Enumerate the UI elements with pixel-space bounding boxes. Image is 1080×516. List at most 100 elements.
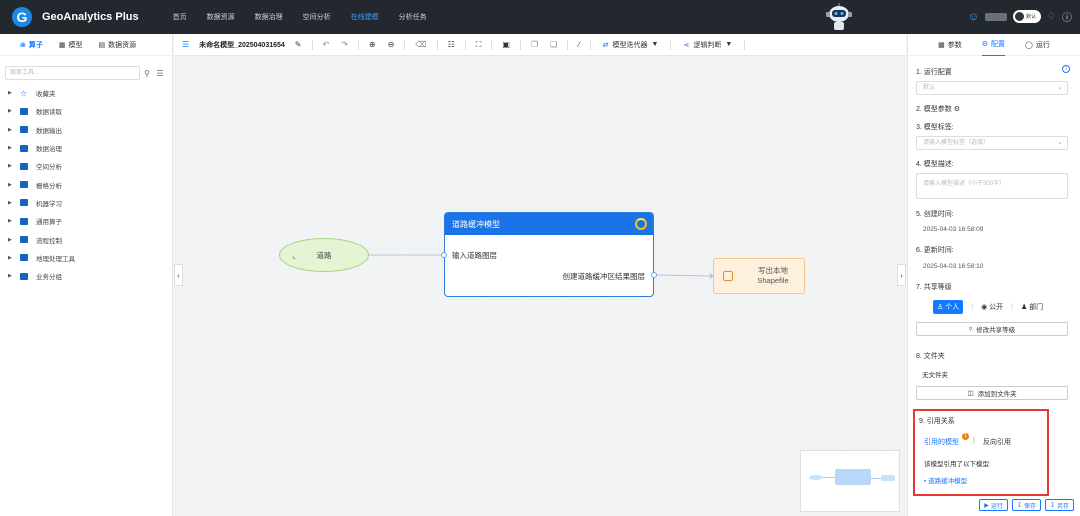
expand-arrow-icon[interactable]: ▶ [8, 273, 12, 280]
expand-arrow-icon[interactable]: ▶ [8, 181, 12, 188]
tab-data-resources[interactable]: ▤数据资源 [99, 40, 137, 50]
logic-dropdown[interactable]: ⋖逻辑判断▼ [683, 40, 732, 50]
tab-models[interactable]: ▦模型 [59, 40, 83, 50]
tree-item[interactable]: ▶地理处理工具 [8, 249, 172, 267]
left-tabs: ⋒算子 ▦模型 ▤数据资源 [0, 34, 172, 56]
expand-arrow-icon[interactable]: ▶ [8, 254, 12, 261]
input-node-road[interactable]: ⌞ 道路 [279, 238, 369, 272]
nav-item-spatial-analysis[interactable]: 空间分析 [302, 14, 331, 21]
tree-item-label: 业务分组 [36, 274, 62, 282]
reference-relation-box: 9. 引用关系 引用的模型 1 | 反向引用 该模型引用了以下模型: • 道路缓… [913, 409, 1049, 496]
model-node[interactable]: 道路缓冲模型 输入道路图层 创建道路缓冲区结果图层 [444, 212, 654, 297]
tab-run[interactable]: ◯运行 [1025, 34, 1050, 56]
nav-item-home[interactable]: 首页 [172, 14, 187, 21]
tree-item[interactable]: ▶☆收藏夹 [8, 84, 172, 102]
expand-arrow-icon[interactable]: ▶ [8, 199, 12, 206]
expand-arrow-icon[interactable]: ▶ [8, 90, 12, 97]
share-public-option[interactable]: ◉ 公开 [981, 302, 1003, 312]
nav-item-online-modeling[interactable]: 在线建模 [350, 14, 379, 21]
share-department-option[interactable]: ♟ 部门 [1021, 302, 1043, 312]
redo-icon[interactable]: ↷ [341, 40, 348, 49]
user-icon[interactable]: ☺ [967, 10, 980, 23]
collapse-right-panel-button[interactable]: › [897, 264, 906, 286]
model-canvas[interactable]: ☰ 未命名模型_202504031654 ✎ ↶ ↷ ⊕ ⊖ ⌫ ☷ ⛶ ▣ ❐… [174, 34, 906, 516]
share-personal-option[interactable]: ♙ 个人 [933, 300, 964, 314]
referenced-model-link[interactable]: • 道路缓冲模型 [924, 478, 968, 485]
search-icon[interactable]: ⚲ [144, 68, 150, 78]
expand-arrow-icon[interactable]: ▶ [8, 163, 12, 170]
tree-item[interactable]: ▶栅格分析 [8, 175, 172, 193]
tree-item[interactable]: ▶ 业务分组 [8, 267, 172, 285]
tree-item[interactable]: ▶通用算子 [8, 212, 172, 230]
gear-icon: ⚙ [981, 41, 989, 48]
top-right-tools: ☺ 默认 ♢ ⓘ [968, 9, 1072, 24]
expand-arrow-icon[interactable]: ▶ [8, 145, 12, 152]
tree-item[interactable]: ▶数据治理 [8, 139, 172, 157]
modify-share-button[interactable]: ▿修改共享等级 [916, 322, 1068, 336]
share-personal-label: 个人 [945, 304, 960, 311]
tree-item[interactable]: ▶机器学习 [8, 194, 172, 212]
tree-item[interactable]: ▶数据输出 [8, 121, 172, 139]
app-logo: G [12, 7, 32, 27]
zoom-in-icon[interactable]: ⊕ [368, 40, 376, 49]
tree-item[interactable]: ▶空间分析 [8, 157, 172, 175]
delete-icon[interactable]: ⌫ [415, 40, 427, 49]
list-view-icon[interactable]: ☰ [156, 68, 164, 78]
canvas-toolbar: ☰ 未命名模型_202504031654 ✎ ↶ ↷ ⊕ ⊖ ⌫ ☷ ⛶ ▣ ❐… [174, 34, 906, 56]
tab-referenced-models[interactable]: 引用的模型 [924, 439, 959, 446]
nav-item-data-resources[interactable]: 数据资源 [206, 14, 235, 21]
model-desc-textarea[interactable]: 请输入模型描述（小于300字） [916, 173, 1068, 199]
copy-icon[interactable]: ❐ [530, 40, 539, 49]
save-icon: ↧ [1016, 502, 1022, 509]
expand-arrow-icon[interactable]: ▶ [8, 108, 12, 115]
tab-reverse-references[interactable]: 反向引用 [983, 439, 1011, 446]
refresh-icon[interactable] [635, 218, 647, 230]
notification-icon[interactable]: ♢ [1047, 11, 1056, 22]
fit-view-icon[interactable]: ⛶ [475, 39, 482, 49]
caret-down-icon: ▼ [651, 41, 659, 48]
settings-icon[interactable]: ⚙ [953, 106, 961, 113]
tree-item[interactable]: ▶流程控制 [8, 230, 172, 248]
undo-icon[interactable]: ↶ [322, 40, 330, 49]
minimap[interactable] [800, 450, 900, 512]
tree-item[interactable]: ▶数据读取 [8, 102, 172, 120]
model-output-port[interactable] [651, 272, 657, 278]
help-icon[interactable]: ⓘ [1062, 13, 1072, 24]
edge-model-to-output [653, 274, 714, 277]
nav-item-analysis-tasks[interactable]: 分析任务 [398, 14, 427, 21]
expand-arrow-icon[interactable]: ▶ [8, 218, 12, 225]
tab-operators[interactable]: ⋒算子 [20, 40, 43, 50]
tool-tree: ▶☆收藏夹 ▶数据读取 ▶数据输出 ▶数据治理 ▶空间分析 ▶栅格分析 ▶机器学… [0, 84, 172, 285]
search-input[interactable]: 搜索工具... [5, 66, 140, 80]
edit-icon[interactable]: ✎ [294, 40, 302, 49]
output-node-shapefile[interactable]: 写出本地Shapefile [713, 258, 805, 294]
info-icon[interactable]: i [1062, 65, 1070, 73]
toolbar-divider [357, 39, 359, 50]
image-export-icon[interactable]: ▣ [502, 40, 510, 49]
connector-icon[interactable]: ∕ [578, 40, 580, 49]
model-output-port-label: 创建道路缓冲区结果图层 [562, 272, 646, 281]
robot-assistant-icon[interactable] [822, 2, 856, 32]
save-as-button[interactable]: ↧另存 [1044, 499, 1074, 511]
theme-toggle[interactable]: 默认 [1013, 10, 1042, 23]
layout-icon[interactable]: ☷ [447, 40, 455, 49]
zoom-out-icon[interactable]: ⊖ [387, 40, 395, 49]
model-tags-select[interactable]: 请输入模型标签（选填）⌄ [916, 136, 1068, 150]
expand-arrow-icon[interactable]: ▶ [8, 126, 12, 133]
tab-parameters[interactable]: ▦参数 [938, 34, 962, 56]
paste-icon[interactable]: ❏ [550, 40, 558, 49]
tab-config[interactable]: ⚙配置 [981, 34, 1006, 56]
model-input-port[interactable] [441, 252, 447, 258]
collapse-left-panel-button[interactable]: ‹ [174, 264, 183, 286]
save-button[interactable]: ↧保存 [1011, 499, 1041, 511]
expand-arrow-icon[interactable]: ▶ [8, 236, 12, 243]
add-to-folder-button[interactable]: ◫添加到文件夹 [916, 386, 1068, 400]
model-iterator-dropdown[interactable]: ⇄模型迭代器▼ [603, 40, 659, 50]
section-model-params: 2. 模型参数 ⚙ [916, 104, 960, 114]
run-button[interactable]: ▶运行 [979, 499, 1008, 511]
left-panel: ⋒算子 ▦模型 ▤数据资源 搜索工具... ⚲ ☰ ▶☆收藏夹 ▶数据读取 ▶数… [0, 34, 173, 516]
nav-item-data-governance[interactable]: 数据治理 [254, 14, 283, 21]
run-config-select[interactable]: 默认⌄ [916, 81, 1068, 95]
star-icon: ☆ [20, 88, 28, 98]
toolbar-divider [311, 39, 313, 50]
